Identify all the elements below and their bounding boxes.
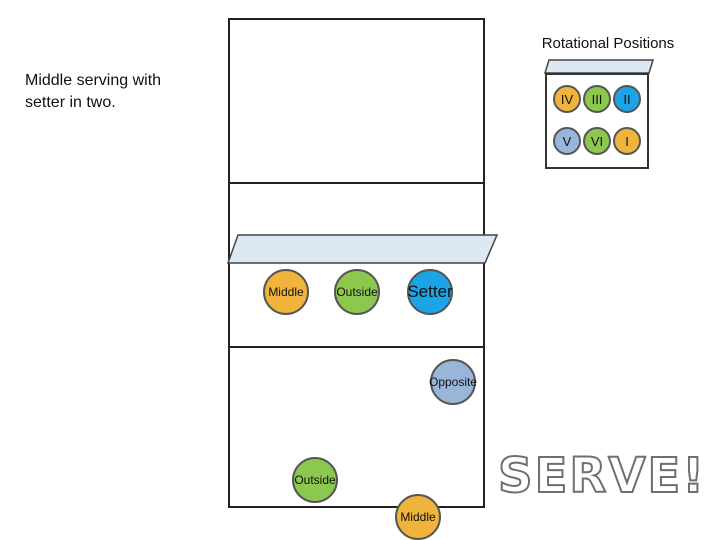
player-middle-server: Middle	[395, 494, 441, 540]
serve-label: SERVE!	[497, 447, 707, 505]
rotation-position-i: I	[613, 127, 641, 155]
rotation-position-v: V	[553, 127, 581, 155]
net-shape	[226, 234, 499, 264]
attack-line-far	[230, 182, 483, 184]
rotation-position-vi: VI	[583, 127, 611, 155]
rotation-net-shape	[543, 59, 655, 74]
diagram-caption: Middle serving with setter in two.	[25, 72, 162, 111]
player-middle-front: Middle	[263, 269, 309, 315]
attack-line-near	[230, 346, 483, 348]
player-outside-back: Outside	[292, 457, 338, 503]
rotation-position-iii: III	[583, 85, 611, 113]
net	[226, 234, 499, 264]
rotation-position-ii: II	[613, 85, 641, 113]
player-setter: Setter	[407, 269, 453, 315]
player-opposite: Opposite	[429, 359, 477, 405]
player-outside-front: Outside	[334, 269, 380, 315]
rotation-net	[543, 59, 655, 74]
rotation-box: IV III II V VI I	[545, 73, 649, 169]
rotation-title: Rotational Positions	[541, 35, 675, 52]
rotation-position-iv: IV	[553, 85, 581, 113]
